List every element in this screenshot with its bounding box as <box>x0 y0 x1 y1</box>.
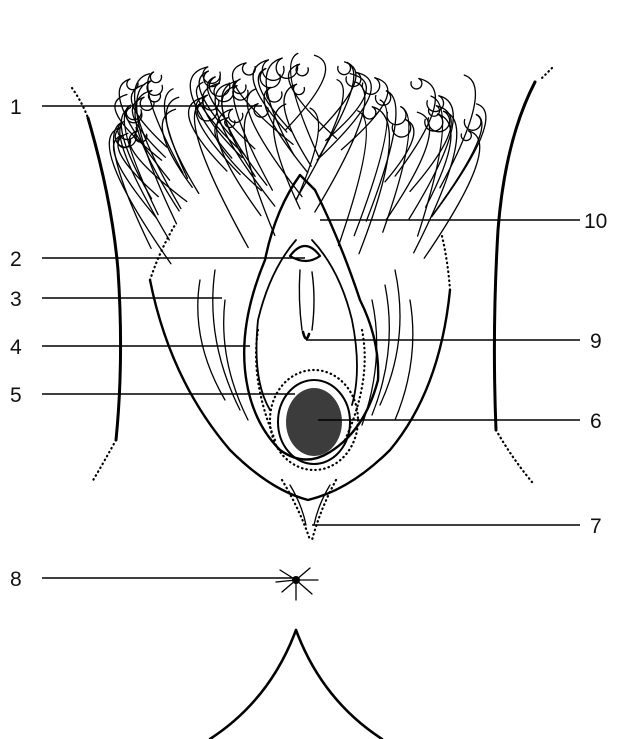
hair-stroke <box>365 90 397 222</box>
hair-stroke <box>130 83 168 148</box>
label-4: 4 <box>10 336 22 359</box>
left-thigh-outline <box>70 86 123 484</box>
hair-stroke <box>221 80 256 178</box>
hair-curl <box>410 77 423 90</box>
hair-stroke <box>317 61 357 133</box>
hair-curl <box>337 61 352 76</box>
label-5: 5 <box>10 384 22 407</box>
hair-curl <box>126 78 139 91</box>
hair-curl <box>224 117 236 129</box>
hair-curl <box>232 80 247 95</box>
hair-stroke <box>112 134 157 219</box>
labia-majora <box>148 223 452 502</box>
hair-curl <box>114 126 137 148</box>
hair-stroke <box>263 86 309 174</box>
hair-stroke <box>216 108 262 217</box>
hair-stroke <box>384 118 415 183</box>
hair-stroke <box>413 110 458 254</box>
hair-curl <box>361 77 381 95</box>
leader-lines <box>42 105 580 579</box>
hair-curl <box>362 106 377 120</box>
hair-curl <box>292 83 306 96</box>
hair-stroke <box>119 120 170 241</box>
hair-stroke <box>243 103 276 237</box>
hair-stroke <box>296 79 344 200</box>
hair-curl <box>427 105 441 117</box>
hair-curl <box>261 59 285 81</box>
hair-curl <box>391 118 412 138</box>
hair-curl <box>345 71 362 88</box>
hair-stroke <box>353 99 388 237</box>
label-1: 1 <box>10 96 22 119</box>
hair-stroke <box>252 59 288 133</box>
hair-stroke <box>118 78 171 181</box>
hair-stroke <box>423 130 481 259</box>
hair-curl <box>460 130 473 142</box>
hair-stroke <box>340 77 389 151</box>
hair-stroke <box>206 76 256 150</box>
label-10: 10 <box>584 210 607 233</box>
label-2: 2 <box>10 248 22 271</box>
right-thigh-outline <box>492 66 554 484</box>
hair-stroke <box>232 78 274 191</box>
number-labels: 1 2 3 4 5 6 7 8 9 10 <box>10 96 607 591</box>
hair-stroke <box>295 107 320 201</box>
label-7: 7 <box>590 515 602 538</box>
label-3: 3 <box>10 288 22 311</box>
hair-curl <box>426 95 445 113</box>
hair-curl <box>125 106 143 124</box>
hair-curl <box>265 86 283 103</box>
hair-stroke <box>424 113 452 208</box>
hair-stroke <box>285 54 327 131</box>
hair-stroke <box>409 105 452 193</box>
hair-stroke <box>128 129 188 203</box>
hair-stroke <box>131 96 167 158</box>
hair-stroke <box>289 52 320 159</box>
hair-curl <box>259 67 281 89</box>
label-6: 6 <box>590 410 602 433</box>
hair-stroke <box>287 63 338 140</box>
hair-stroke <box>231 62 294 146</box>
label-9: 9 <box>590 330 602 353</box>
hair-curl <box>147 89 162 103</box>
hair-curl <box>241 62 256 76</box>
hair-stroke <box>385 111 431 221</box>
hair-curl <box>125 104 143 121</box>
hair-curl <box>463 113 482 131</box>
hair-curl <box>275 57 299 79</box>
hair-curl <box>149 71 163 84</box>
pubic-hair <box>108 52 487 265</box>
hair-curl <box>202 66 221 85</box>
hair-stroke <box>314 81 366 213</box>
hair-stroke <box>108 126 172 265</box>
hair-curl <box>424 113 444 132</box>
hair-stroke <box>136 80 178 225</box>
hair-stroke <box>163 88 189 179</box>
anus <box>275 567 319 601</box>
hair-stroke <box>195 94 241 176</box>
label-8: 8 <box>10 568 22 591</box>
hair-curl <box>203 70 221 88</box>
hair-stroke <box>318 61 355 158</box>
hair-stroke <box>114 93 163 161</box>
buttocks-outline <box>208 628 384 739</box>
hair-stroke <box>134 89 180 212</box>
hair-curl <box>374 90 392 106</box>
hair-stroke <box>214 83 276 207</box>
perineum <box>280 478 338 542</box>
urethral-opening <box>301 330 311 340</box>
hair-stroke <box>214 117 263 192</box>
hair-curl <box>202 94 220 111</box>
hair-stroke <box>416 95 444 237</box>
hair-stroke <box>358 106 391 255</box>
hair-stroke <box>394 77 436 177</box>
hair-stroke <box>187 96 228 172</box>
hair-curl <box>117 134 132 149</box>
hair-stroke <box>316 71 372 161</box>
hair-curl <box>227 108 244 124</box>
